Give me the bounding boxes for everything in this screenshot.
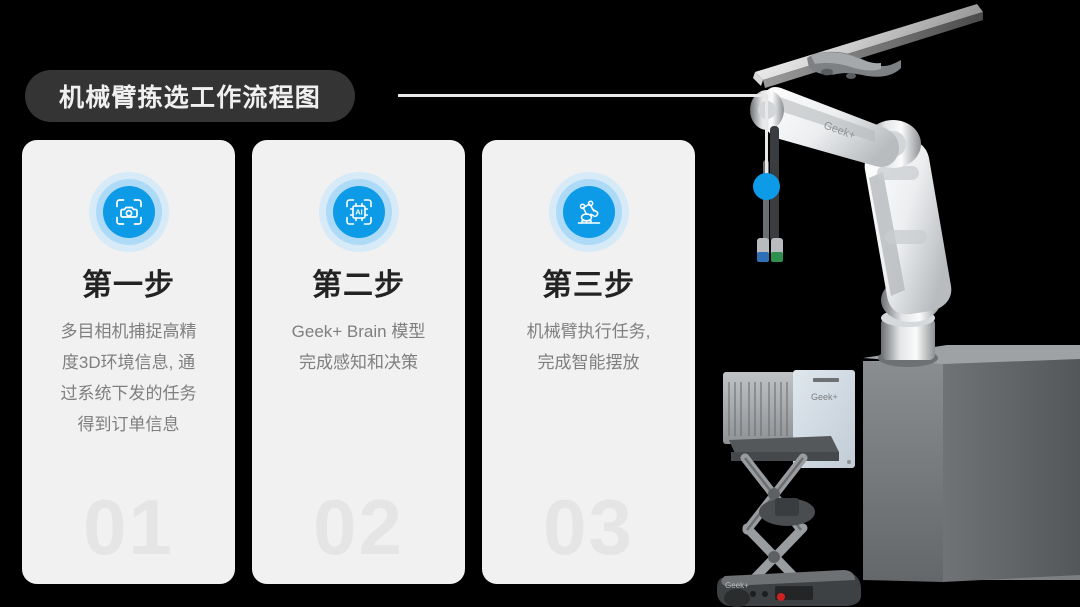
svg-text:AI: AI (355, 208, 363, 217)
step-description: 机械臂执行任务, 完成智能摆放 (526, 322, 651, 372)
step-card-3[interactable]: 03 (482, 140, 695, 584)
step-heading: 第一步 (82, 269, 175, 302)
camera-scan-icon (102, 186, 155, 238)
connector-endpoint-dot (753, 173, 780, 200)
base-brand-label: Geek+ (725, 581, 749, 590)
step-watermark-number: 02 (313, 483, 404, 571)
page-title: 机械臂拣选工作流程图 (59, 84, 322, 112)
robot-arm: Geek+ (750, 86, 952, 367)
step-icon-badge (548, 172, 629, 252)
overhead-rail (753, 4, 983, 88)
step-icon-badge: AI (318, 172, 399, 252)
controller-brand-label: Geek+ (811, 392, 838, 402)
step-heading: 第二步 (312, 269, 405, 302)
connector-line-horizontal (398, 94, 768, 97)
step-card-1[interactable]: 01 第一步 多目相机捕捉高精 度3D环境信息, 通 过系统下发的 (22, 140, 235, 584)
step-description: 多目相机捕捉高精 度3D环境信息, 通 过系统下发的任务 得到订单信息 (60, 322, 197, 434)
step-description: Geek+ Brain 模型 完成感知和决策 (291, 322, 426, 372)
step-heading: 第三步 (542, 269, 635, 302)
step-watermark-number: 01 (83, 483, 174, 571)
connector-line-vertical (765, 94, 768, 184)
step-watermark-number: 03 (543, 483, 634, 571)
page-title-pill: 机械臂拣选工作流程图 (25, 70, 356, 122)
step-card-2[interactable]: 02 AI 第二步 Geek+ Brain (252, 140, 465, 584)
robot-arm-icon (562, 186, 615, 238)
robot-illustration: Geek+ (715, 0, 1080, 607)
ai-chip-icon: AI (332, 186, 385, 238)
scissor-lift-amr: Geek+ (717, 370, 861, 607)
step-icon-badge (88, 172, 169, 252)
grey-container-box (863, 345, 1080, 582)
